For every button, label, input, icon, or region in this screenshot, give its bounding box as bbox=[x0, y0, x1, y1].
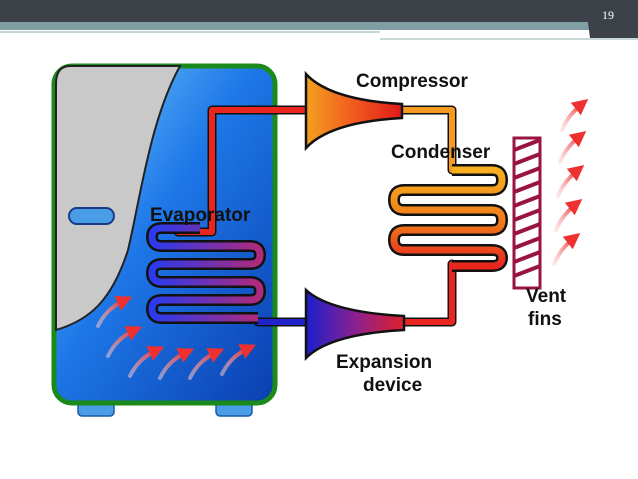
label-expansion-line1: Expansion bbox=[336, 352, 432, 373]
label-condenser: Condenser bbox=[391, 142, 491, 163]
label-evaporator: Evaporator bbox=[150, 205, 251, 226]
header-teal-band bbox=[0, 22, 638, 30]
heat-arrow bbox=[158, 348, 195, 380]
heat-arrow bbox=[560, 99, 589, 132]
heat-arrow bbox=[556, 165, 585, 198]
coil-tube bbox=[390, 166, 506, 270]
pipe-outline bbox=[393, 259, 457, 327]
condenser-coil bbox=[388, 164, 508, 272]
coil-tube bbox=[148, 224, 264, 322]
header-light-line bbox=[0, 31, 380, 33]
evaporator-coil bbox=[146, 222, 266, 324]
heat-arrow bbox=[552, 233, 581, 266]
pipe-condenser-to-expansion bbox=[395, 261, 455, 325]
heat-arrow bbox=[220, 344, 257, 376]
heat-arrow bbox=[188, 348, 225, 380]
heat-arrow bbox=[106, 326, 143, 358]
vent-fins bbox=[512, 136, 542, 290]
vent-fin-slats bbox=[513, 138, 541, 278]
label-vent-fins-line2: fins bbox=[528, 309, 562, 330]
fridge-heat-arrows bbox=[96, 296, 257, 380]
exhaust-heat-arrows bbox=[552, 99, 589, 266]
slide-header-bar bbox=[0, 0, 638, 40]
expansion-device bbox=[304, 287, 406, 362]
label-expansion-line2: device bbox=[363, 375, 422, 396]
header-dark-band bbox=[0, 0, 638, 22]
pipe-compressor-to-condenser bbox=[397, 107, 455, 173]
heat-arrow bbox=[128, 346, 165, 378]
door-handle bbox=[68, 207, 115, 225]
label-compressor: Compressor bbox=[356, 71, 469, 92]
slide-number: 19 bbox=[602, 8, 614, 22]
compressor bbox=[304, 70, 404, 152]
label-vent-fins-line1: Vent bbox=[526, 286, 567, 307]
heat-arrow bbox=[554, 199, 583, 232]
heat-arrow bbox=[96, 296, 133, 328]
header-number-tab bbox=[585, 0, 638, 38]
fridge-door-panel bbox=[55, 65, 182, 332]
header-tab-line bbox=[380, 38, 638, 40]
heat-arrow bbox=[558, 131, 587, 164]
